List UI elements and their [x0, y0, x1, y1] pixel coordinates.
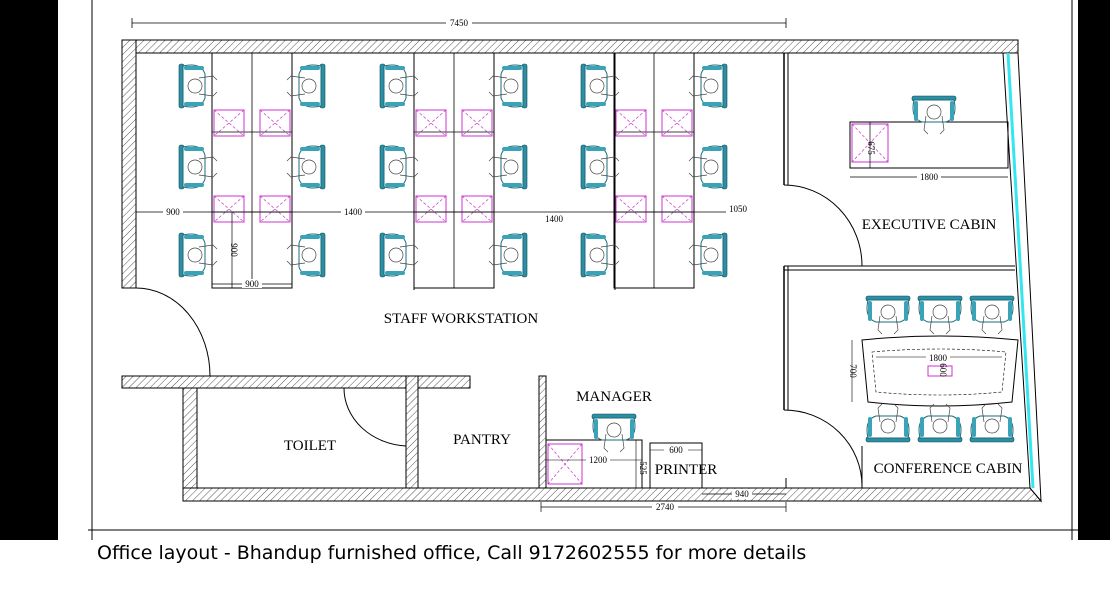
dim-exec-desk-depth-label: 675 — [866, 141, 876, 155]
label-pantry: PANTRY — [453, 432, 511, 448]
conference-table: 1800 600 700 — [848, 295, 1019, 443]
caption: Office layout - Bhandup furnished office… — [97, 542, 807, 564]
dim-printer-width-label: 600 — [669, 445, 683, 455]
label-printer: PRINTER — [655, 462, 718, 478]
dim-exec-desk-width-label: 1800 — [920, 172, 939, 182]
manager-desk: 1200 525 — [545, 413, 648, 489]
dim-bottom: 940 2740 — [540, 489, 787, 512]
dim-gap-2-label: 1400 — [545, 214, 564, 224]
executive-desk: 1800 675 — [849, 95, 1009, 182]
dim-manager-desk-depth-label: 525 — [638, 461, 648, 475]
label-staff-workstation: STAFF WORKSTATION — [384, 311, 539, 327]
dim-bottom-right-label: 940 — [735, 489, 749, 499]
printer-table: 600 — [649, 442, 703, 489]
dim-desk-width-label: 900 — [245, 279, 259, 289]
dim-overall-width-label: 7450 — [450, 18, 469, 28]
label-toilet: TOILET — [284, 438, 336, 454]
dim-workstation-spacing: 900 1400 1400 1050 900 900 — [136, 203, 750, 289]
label-executive-cabin: EXECUTIVE CABIN — [862, 217, 997, 233]
dim-gap-right-label: 1050 — [729, 204, 748, 214]
workstation-cluster-2 — [379, 52, 528, 289]
doors — [135, 184, 863, 487]
right-black-border — [1078, 0, 1110, 540]
dim-overall-width: 7450 — [131, 17, 787, 28]
dim-conf-table-depth-label: 600 — [938, 363, 948, 377]
dim-bottom-width-label: 2740 — [656, 502, 675, 512]
dim-manager-desk-label: 1200 — [589, 455, 608, 465]
workstation-cluster-3 — [580, 52, 728, 289]
dim-conf-table-outer-label: 700 — [848, 364, 858, 378]
left-black-border — [0, 0, 58, 540]
walls — [121, 39, 1043, 503]
dim-desk-depth-label: 900 — [229, 243, 239, 257]
label-manager: MANAGER — [576, 389, 652, 405]
dim-gap-left-label: 900 — [166, 207, 180, 217]
dim-gap-1-label: 1400 — [344, 207, 363, 217]
dim-conf-table-width-label: 1800 — [929, 353, 948, 363]
label-conference-cabin: CONFERENCE CABIN — [874, 461, 1023, 477]
workstation-cluster-1 — [178, 52, 326, 289]
